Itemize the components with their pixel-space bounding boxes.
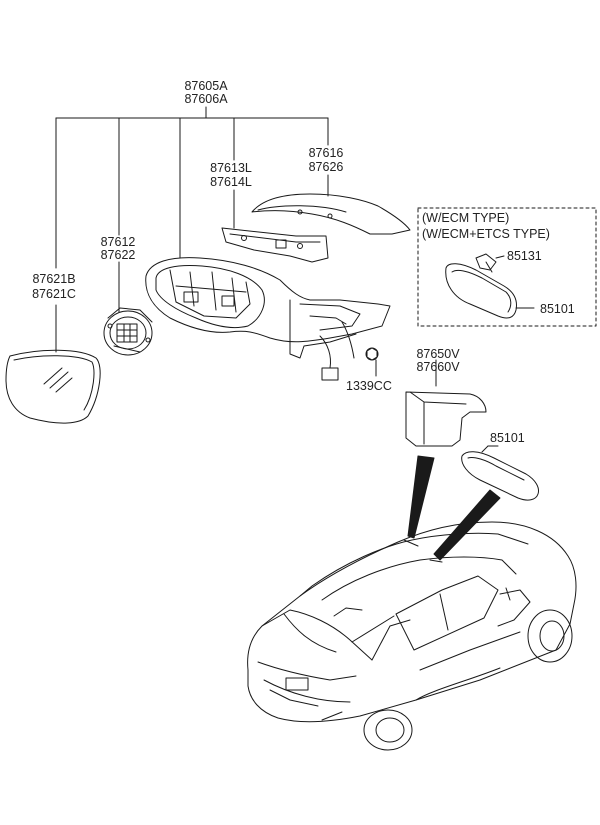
scalp-part-label: 87613L: [210, 161, 252, 175]
cover-part-label-2: 87626: [308, 160, 344, 174]
ecm-etcs-option-label: (W/ECM+ETCS TYPE): [422, 227, 550, 241]
vehicle-outline: [247, 521, 577, 751]
assembly-part-label: 87605A: [184, 79, 228, 93]
mirror-glass: [5, 349, 101, 424]
assembly-part-label-2: 87606A: [184, 92, 228, 106]
location-arrows: [407, 455, 501, 561]
ecm-sensor-part-label: 85131: [507, 249, 542, 263]
ecm-option-label: (W/ECM TYPE): [422, 211, 510, 225]
glass-part-label-2: 87621C: [32, 287, 76, 301]
mirror-cover: [251, 193, 411, 235]
inside-mirror: [461, 445, 539, 501]
ecm-mirror: [445, 253, 535, 319]
actuator-part-label: 87612: [100, 235, 136, 249]
glass-part-label: 87621B: [32, 272, 76, 286]
inner-cover-part-label: 87650V: [416, 347, 460, 361]
inside-mirror-part-label: 85101: [490, 431, 525, 445]
screw-part-label: 1339CC: [346, 379, 392, 393]
mirror-scalp: [221, 227, 329, 263]
cover-part-label: 87616: [308, 146, 344, 160]
scalp-part-label-2: 87614L: [210, 175, 252, 189]
assembly-leader-lines: [55, 106, 329, 353]
ecm-option-box: [417, 207, 597, 327]
actuator-part-label-2: 87622: [100, 248, 136, 262]
ecm-mirror-part-label: 85101: [540, 302, 575, 316]
screw: [365, 347, 379, 377]
inside-mirror-cover: [405, 359, 487, 447]
inner-cover-part-label-2: 87660V: [416, 360, 460, 374]
mirror-housing: [145, 257, 391, 381]
mirror-actuator: [103, 307, 153, 356]
